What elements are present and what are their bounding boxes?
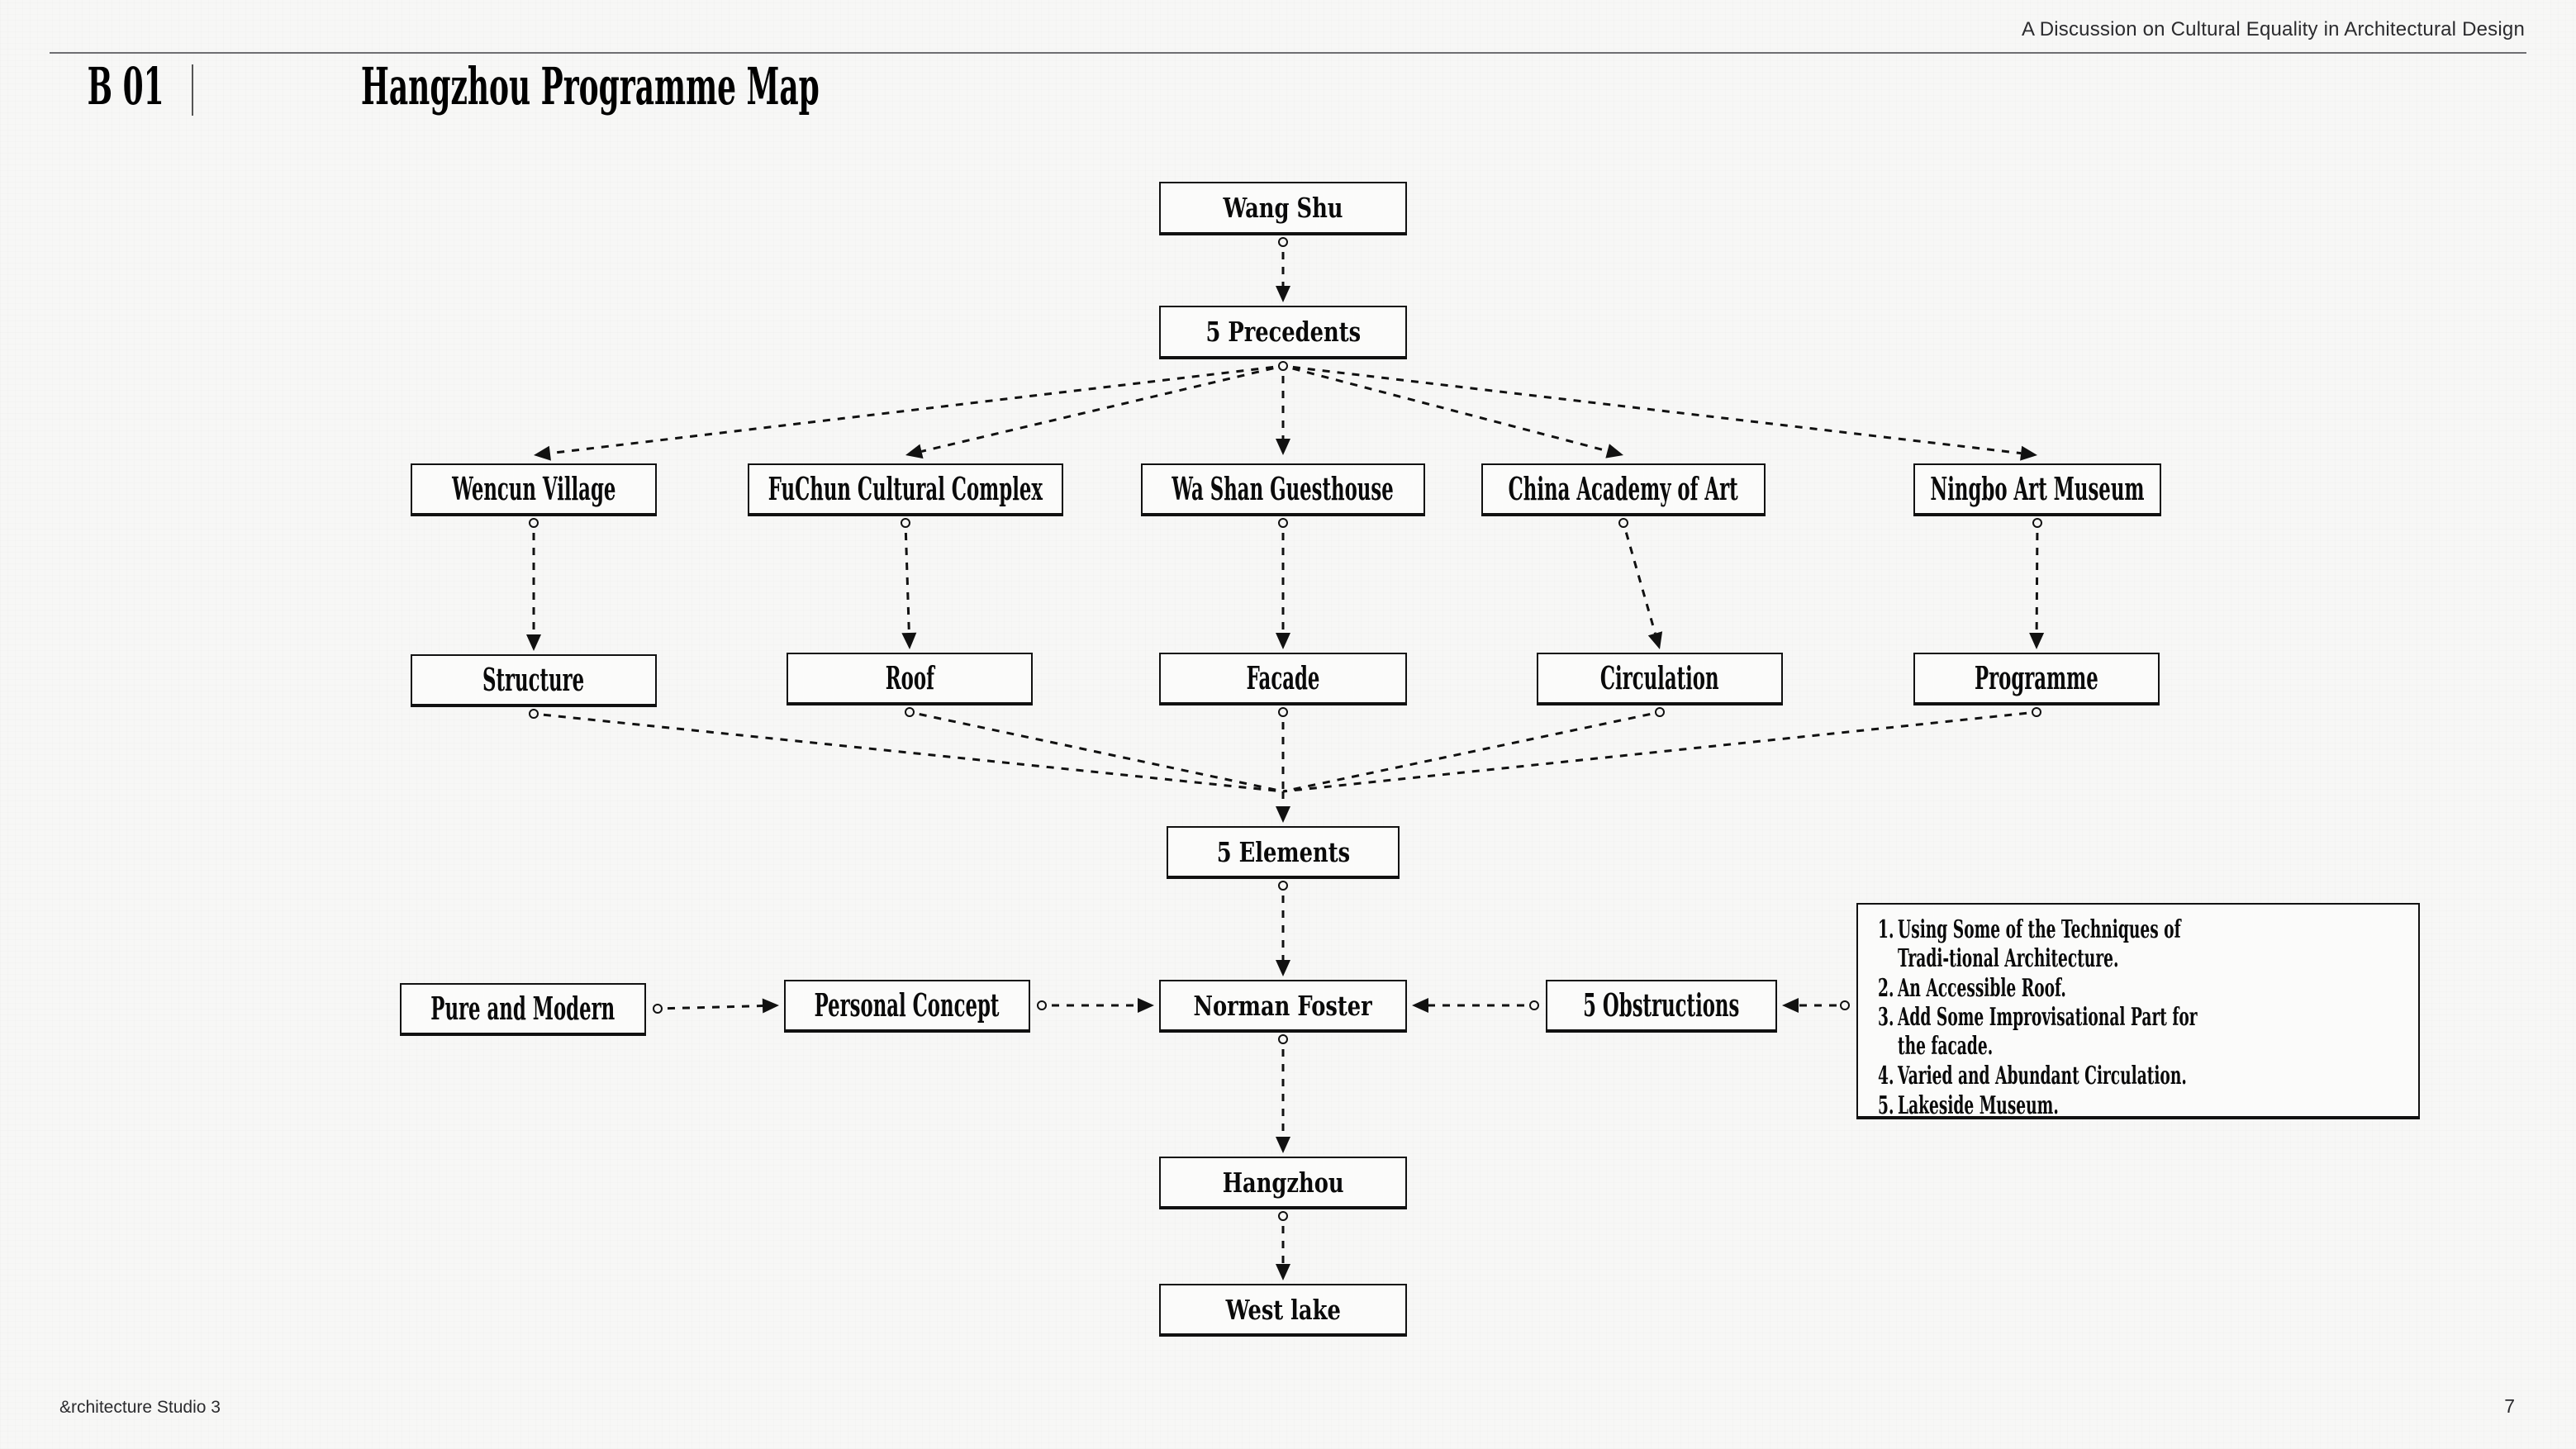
node-five-elements[interactable]: 5 Elements [1167,826,1400,877]
node-label: Circulation [1600,663,1719,694]
footer-studio-label: &rchitecture Studio 3 [59,1398,221,1418]
note-item: 5.Lakeside Museum. [1878,1092,2403,1121]
note-text: Add Some Improvisational Part for the fa… [1898,1004,2211,1062]
node-label: 5 Precedents [1205,318,1361,345]
node-label: Hangzhou [1223,1169,1344,1196]
node-wang-shu[interactable]: Wang Shu [1159,182,1407,234]
note-item: 1.Using Some of the Techniques of Tradi-… [1878,916,2403,974]
note-number: 5. [1878,1092,1894,1121]
node-facade[interactable]: Facade [1159,653,1407,704]
node-label: Wang Shu [1223,194,1343,221]
node-label: FuChun Cultural Complex [768,473,1043,505]
node-label: Wa Shan Guesthouse [1172,473,1394,505]
node-norman-foster[interactable]: Norman Foster [1159,980,1407,1031]
note-text: Varied and Abundant Circulation. [1898,1062,2211,1091]
node-wa-shan-guesthouse[interactable]: Wa Shan Guesthouse [1141,463,1425,515]
note-item: 4.Varied and Abundant Circulation. [1878,1062,2403,1091]
node-label: Norman Foster [1194,992,1372,1019]
node-label: West lake [1225,1296,1340,1323]
node-label: 5 Obstructions [1583,990,1739,1021]
node-five-obstructions[interactable]: 5 Obstructions [1546,980,1777,1031]
node-west-lake[interactable]: West lake [1159,1284,1407,1335]
node-circulation[interactable]: Circulation [1537,653,1783,704]
title-main: Hangzhou Programme Map [361,61,820,112]
node-label: Roof [885,663,934,694]
node-personal-concept[interactable]: Personal Concept [784,980,1030,1031]
footer-page-number: 7 [2504,1395,2515,1418]
header-subtitle: A Discussion on Cultural Equality in Arc… [2022,18,2525,41]
note-text: Lakeside Museum. [1898,1092,2211,1121]
notes-box: 1.Using Some of the Techniques of Tradi-… [1856,903,2420,1118]
node-label: Facade [1247,663,1320,694]
node-label: Wencun Village [452,473,615,505]
node-five-precedents[interactable]: 5 Precedents [1159,306,1407,358]
note-text: Using Some of the Techniques of Tradi-ti… [1898,916,2211,974]
node-roof[interactable]: Roof [787,653,1033,704]
note-number: 3. [1878,1004,1894,1033]
node-china-academy-of-art[interactable]: China Academy of Art [1481,463,1766,515]
node-label: 5 Elements [1216,839,1349,866]
page-title: B 01 Hangzhou Programme Map [59,61,986,112]
node-wencun-village[interactable]: Wencun Village [411,463,657,515]
node-label: China Academy of Art [1509,473,1738,505]
node-label: Programme [1975,663,2098,694]
note-item: 3.Add Some Improvisational Part for the … [1878,1004,2403,1062]
node-hangzhou[interactable]: Hangzhou [1159,1157,1407,1208]
note-item: 2.An Accessible Roof. [1878,975,2403,1004]
node-label: Structure [482,664,584,696]
note-number: 4. [1878,1062,1894,1091]
node-label: Pure and Modern [431,993,615,1024]
note-text: An Accessible Roof. [1898,975,2211,1004]
node-ningbo-art-museum[interactable]: Ningbo Art Museum [1913,463,2161,515]
node-structure[interactable]: Structure [411,654,657,705]
node-programme[interactable]: Programme [1913,653,2160,704]
notes-list: 1.Using Some of the Techniques of Tradi-… [1878,916,2403,1121]
note-number: 2. [1878,975,1894,1004]
node-label: Personal Concept [815,990,1000,1021]
title-divider [192,64,193,116]
node-fuchun-cultural-complex[interactable]: FuChun Cultural Complex [748,463,1063,515]
node-label: Ningbo Art Museum [1930,473,2144,505]
node-pure-and-modern[interactable]: Pure and Modern [400,983,646,1034]
note-number: 1. [1878,916,1894,945]
title-code: B 01 [88,61,164,112]
